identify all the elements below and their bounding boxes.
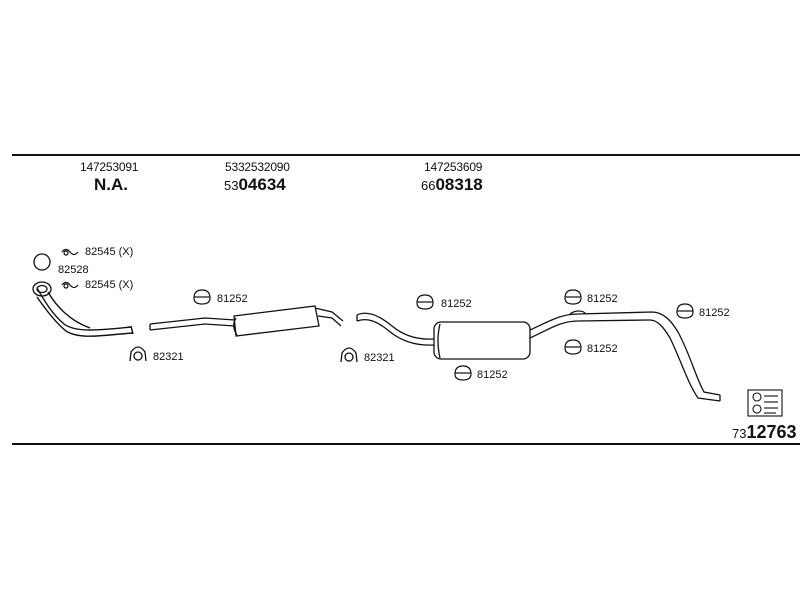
- rubber-mount-icon-rear-bottom: [564, 339, 582, 355]
- col1-ref: N.A.: [94, 175, 128, 194]
- col2-ref-main: 04634: [238, 175, 286, 194]
- footer-ref-main: 12763: [746, 422, 797, 442]
- main-silencer-assembly: [356, 312, 579, 360]
- footer-ref: 7312763: [732, 422, 797, 443]
- callout-gasket-bottom: 82545 (X): [85, 279, 134, 291]
- callout-mount-rear-top: 81252: [587, 293, 618, 305]
- col2-ref-prefix: 53: [224, 178, 239, 193]
- callout-clamp-mid: 82321: [364, 352, 395, 364]
- callout-mount-tail: 81252: [699, 307, 730, 319]
- fitting-kit-icon: [747, 389, 783, 417]
- top-rule: [12, 154, 800, 156]
- gasket-icon-bottom: [61, 281, 79, 289]
- rubber-mount-icon-mid-top: [416, 294, 434, 310]
- col1-part-number: 147253091: [80, 160, 139, 174]
- flange-ring-top: [33, 253, 51, 271]
- gasket-icon-top: [61, 248, 79, 256]
- callout-mount-mid-bottom: 81252: [477, 369, 508, 381]
- clamp-icon-mid: [340, 347, 358, 363]
- callout-mount-rear-bottom: 81252: [587, 343, 618, 355]
- rubber-mount-icon-front: [193, 289, 211, 305]
- callout-clamp-left: 82321: [153, 351, 184, 363]
- middle-silencer-assembly: [149, 305, 344, 337]
- clamp-icon-left: [129, 346, 147, 362]
- tail-pipe: [569, 310, 721, 402]
- col2-part-number: 5332532090: [225, 160, 290, 174]
- rubber-mount-icon-mid-bottom: [454, 365, 472, 381]
- bottom-rule: [12, 443, 800, 445]
- front-pipe: [36, 287, 134, 337]
- col3-part-number: 147253609: [424, 160, 483, 174]
- col2-ref: 5304634: [224, 175, 286, 195]
- callout-gasket-top: 82545 (X): [85, 246, 134, 258]
- callout-mount-mid-top: 81252: [441, 298, 472, 310]
- col3-ref-prefix: 66: [421, 178, 436, 193]
- rubber-mount-icon-tail: [676, 303, 694, 319]
- col3-ref: 6608318: [421, 175, 483, 195]
- rubber-mount-icon-rear-top: [564, 289, 582, 305]
- footer-ref-prefix: 73: [732, 426, 747, 441]
- flange-ring-bottom: [32, 281, 52, 297]
- col3-ref-main: 08318: [435, 175, 483, 194]
- callout-ring: 82528: [58, 264, 89, 276]
- callout-mount-front: 81252: [217, 293, 248, 305]
